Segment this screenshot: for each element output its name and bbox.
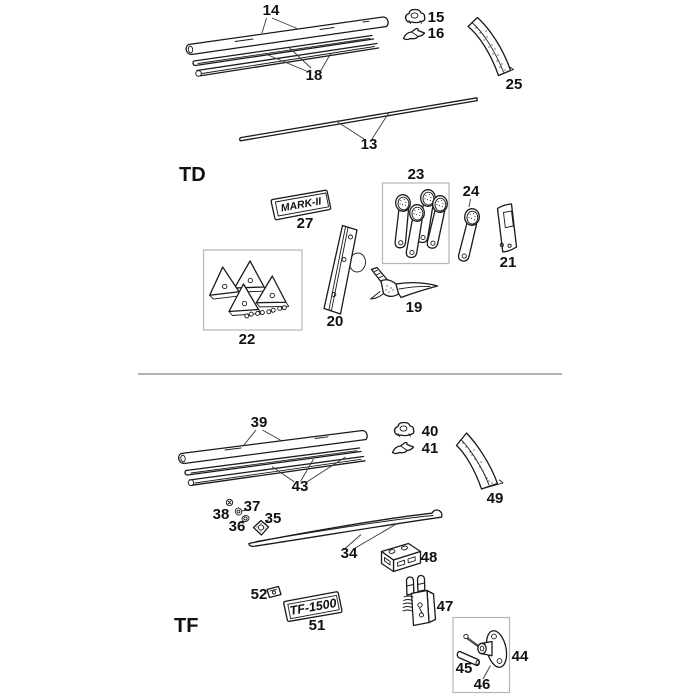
part-24-lever [457,198,481,263]
callout-34-group: 34 [341,524,396,562]
part-39-finisher-tube [178,429,368,465]
section-label-td: TD [179,164,206,186]
callout-34[interactable]: 34 [341,545,358,562]
section-td: 14 18 15 16 25 [179,2,522,348]
part-19-wing-bolt [370,266,439,300]
callout-52[interactable]: 52 [251,586,268,603]
part-43-finisher-strips [184,447,366,486]
callout-36[interactable]: 36 [229,518,246,535]
callout-51[interactable]: 51 [309,617,326,634]
part-41-clip [391,441,415,455]
part-52-clip [266,585,282,599]
part-51-badge: TF-1500 [283,591,343,623]
callout-27[interactable]: 27 [297,215,314,232]
callout-18-group: 18 [267,47,332,84]
callout-43[interactable]: 43 [292,478,309,495]
section-tf: 39 43 40 41 49 [174,414,529,694]
part-35-clip [252,519,270,536]
part-22-group-box [202,249,303,331]
part-47-latch [402,574,437,627]
part-44-striker [477,630,508,668]
part-16-clip [402,27,426,41]
callout-20[interactable]: 20 [327,313,344,330]
part-34-moulding-blade [248,509,443,548]
callout-41[interactable]: 41 [422,440,439,457]
part-36-nut [240,514,250,524]
callout-21[interactable]: 21 [500,254,517,271]
part-45-screw [463,633,480,648]
part-22-bracket-set [202,249,303,331]
part-20-plate [323,224,366,315]
callout-48[interactable]: 48 [421,549,438,566]
callout-15[interactable]: 15 [428,9,445,26]
callout-40[interactable]: 40 [422,423,439,440]
callout-23[interactable]: 23 [408,166,425,183]
callout-45[interactable]: 45 [456,660,473,677]
callout-19[interactable]: 19 [406,299,423,316]
callout-24[interactable]: 24 [463,183,480,200]
callout-43-group: 43 [271,456,346,495]
callout-35[interactable]: 35 [265,510,282,527]
callout-47[interactable]: 47 [437,598,454,615]
part-18-finisher-strips [192,34,380,77]
part-48-bracket [380,542,422,573]
callout-38[interactable]: 38 [213,506,230,523]
callout-18[interactable]: 18 [306,67,323,84]
part-14-finisher-tube [185,16,389,56]
part-40-clip [393,421,415,438]
callout-13[interactable]: 13 [361,136,378,153]
part-23-group-box [381,182,450,265]
callout-25[interactable]: 25 [506,76,523,93]
callout-16[interactable]: 16 [428,25,445,42]
callout-39[interactable]: 39 [251,414,268,431]
part-27-badge: MARK-II [270,189,332,221]
part-37-washer [234,507,247,516]
part-45-pin [456,650,480,667]
part-21-bracket [496,203,518,253]
callout-14[interactable]: 14 [263,2,280,19]
section-label-tf: TF [174,615,198,637]
part-46-striker-set [452,616,511,694]
callout-49[interactable]: 49 [487,490,504,507]
callout-44[interactable]: 44 [512,648,529,665]
part-49-moulding [455,432,504,490]
callout-22[interactable]: 22 [239,331,256,348]
part-46-group-box [452,616,511,694]
part-38-screw [225,498,234,507]
callout-13-group: 13 [335,112,390,153]
part-15-clip [404,8,426,25]
callout-37[interactable]: 37 [244,498,261,515]
callout-46[interactable]: 46 [474,676,491,693]
callout-14-group: 14 [261,2,298,34]
part-23-lever-set [381,182,450,265]
part-13-rod [239,97,478,142]
part-25-moulding [467,16,514,77]
callout-39-group: 39 [243,414,282,446]
